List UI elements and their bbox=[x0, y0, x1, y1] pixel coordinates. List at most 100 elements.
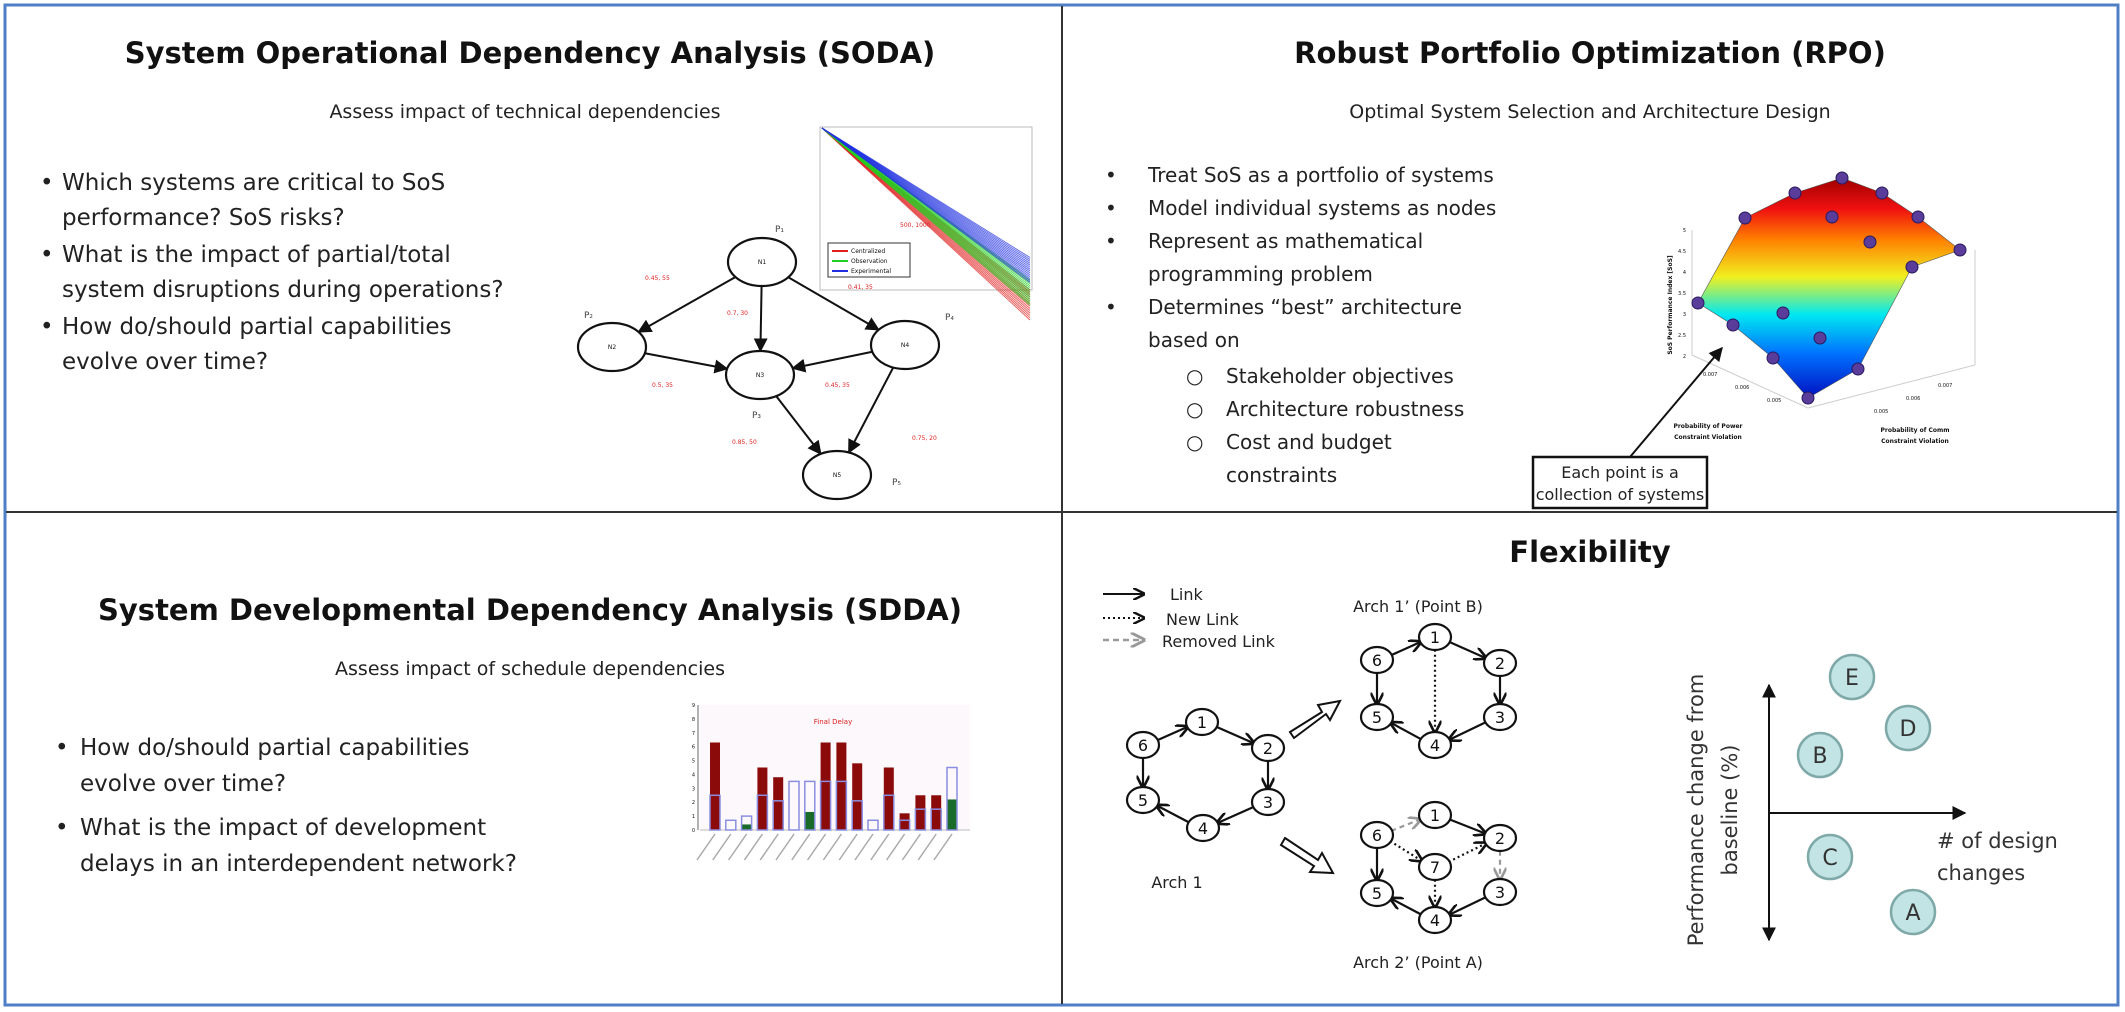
architecture-point bbox=[1905, 260, 1919, 274]
delay-bar bbox=[773, 777, 784, 830]
sdda-title: System Developmental Dependency Analysis… bbox=[98, 593, 962, 627]
dependency-edge bbox=[847, 367, 895, 454]
z-tick: 4 bbox=[1683, 270, 1686, 276]
inset-series-line bbox=[821, 127, 1031, 306]
node-name: P₄ bbox=[945, 313, 954, 323]
x-axis-label: Probability of Power bbox=[1673, 423, 1742, 430]
arch-node-label: 5 bbox=[1372, 884, 1382, 903]
arch-node-label: 2 bbox=[1495, 829, 1505, 848]
y-axis-label: Probability of Comm bbox=[1880, 427, 1949, 434]
architecture-point bbox=[1726, 318, 1740, 332]
system-node bbox=[801, 449, 873, 501]
link bbox=[1391, 898, 1422, 916]
arch-node-label: 6 bbox=[1372, 651, 1382, 670]
design-point-label: C bbox=[1822, 846, 1837, 871]
sdda-bullet-marker-icon: • bbox=[55, 815, 69, 841]
node-name: P₃ bbox=[752, 411, 761, 421]
rpo-sub-bullet-text: Stakeholder objectives bbox=[1226, 364, 1454, 388]
system-node-label: N5 bbox=[833, 472, 841, 479]
z-tick: 3 bbox=[1683, 312, 1686, 318]
design-point-label: D bbox=[1900, 717, 1917, 742]
rpo-sub-bullet-marker-icon: ○ bbox=[1186, 364, 1203, 388]
inset-legend-label: Experimental bbox=[851, 268, 891, 275]
rpo-bullet-text: programming problem bbox=[1148, 262, 1373, 286]
performance-surface bbox=[1697, 177, 1961, 399]
callout-line-1: Each point is a bbox=[1561, 463, 1679, 482]
dependency-edge bbox=[644, 352, 729, 374]
sdda-bullet-marker-icon: • bbox=[55, 735, 69, 761]
arch-node bbox=[1359, 820, 1395, 850]
rpo-bullet-text: Determines “best” architecture bbox=[1148, 295, 1462, 319]
soda-bullet-text: How do/should partial capabilities bbox=[62, 314, 452, 340]
arch-node-label: 3 bbox=[1495, 883, 1505, 902]
rpo-bullet-list: •Treat SoS as a portfolio of systems•Mod… bbox=[1105, 163, 1496, 487]
legend-link: Link bbox=[1170, 585, 1204, 604]
delay-bar bbox=[852, 763, 863, 830]
delay-bar bbox=[899, 813, 910, 830]
soda-bullet-text: Which systems are critical to SoS bbox=[62, 170, 445, 196]
block-arrow-to-arch2p bbox=[1279, 836, 1335, 875]
x-tick-label bbox=[791, 833, 811, 861]
arch-node-label: 4 bbox=[1430, 911, 1440, 930]
dependency-edge bbox=[791, 350, 873, 373]
x-tick-label bbox=[775, 833, 795, 861]
arch-node bbox=[1359, 702, 1395, 732]
rpo-bullet-marker-icon: • bbox=[1105, 229, 1117, 253]
edge-label: 0.75, 20 bbox=[912, 435, 937, 442]
sdda-panel: System Developmental Dependency Analysis… bbox=[55, 593, 970, 877]
link bbox=[1157, 805, 1190, 824]
architecture-point bbox=[1776, 306, 1790, 320]
planned-outline-bar bbox=[883, 794, 895, 831]
x-tick-label bbox=[870, 833, 890, 861]
sdda-bullet-text: evolve over time? bbox=[80, 771, 286, 797]
callout: Each point is a collection of systems bbox=[1531, 346, 1723, 510]
edge-label: 0.85, 50 bbox=[732, 439, 757, 446]
link bbox=[1449, 721, 1487, 740]
rpo-bullet-text: based on bbox=[1148, 328, 1240, 352]
architecture-point bbox=[1825, 210, 1839, 224]
z-axis-label: SoS Performance Index [SoS] bbox=[1667, 255, 1674, 355]
link bbox=[1156, 727, 1188, 742]
design-point-a bbox=[1889, 888, 1937, 936]
inset-series-line bbox=[821, 127, 1031, 283]
delay-bar bbox=[757, 767, 768, 830]
design-point-d bbox=[1884, 704, 1932, 752]
y-tick-label: 4 bbox=[692, 772, 695, 778]
sdda-subtitle: Assess impact of schedule dependencies bbox=[335, 658, 725, 680]
x-tick: 0.007 bbox=[1703, 372, 1717, 378]
node-name: P₁ bbox=[775, 225, 784, 235]
link-legend: Link New Link Removed Link bbox=[1103, 585, 1276, 651]
y-tick-label: 1 bbox=[692, 814, 695, 820]
system-node-label: N1 bbox=[758, 259, 766, 266]
planned-outline-bar bbox=[930, 808, 942, 831]
planned-outline-bar bbox=[867, 819, 879, 831]
rpo-title: Robust Portfolio Optimization (RPO) bbox=[1294, 36, 1886, 70]
x-tick-label bbox=[933, 833, 953, 861]
rpo-sub-bullet-marker-icon: ○ bbox=[1186, 430, 1203, 454]
x-tick-label bbox=[854, 833, 874, 861]
arch-node-label: 2 bbox=[1495, 654, 1505, 673]
y-tick-label: 0 bbox=[692, 828, 695, 834]
soda-title: System Operational Dependency Analysis (… bbox=[125, 36, 936, 70]
x-tick: 0.005 bbox=[1767, 398, 1781, 404]
callout-box bbox=[1531, 455, 1709, 510]
rpo-bullet-text: Model individual systems as nodes bbox=[1148, 196, 1496, 220]
node-name: P₅ bbox=[892, 478, 901, 488]
planned-outline-bar bbox=[709, 794, 721, 831]
arch-node bbox=[1482, 648, 1518, 678]
planned-outline-bar bbox=[819, 780, 832, 831]
arch-node-label: 6 bbox=[1138, 736, 1148, 755]
planned-outline-bar bbox=[756, 794, 769, 831]
x-tick-label bbox=[822, 833, 843, 861]
soda-panel: System Operational Dependency Analysis (… bbox=[40, 36, 1033, 501]
architecture-point bbox=[1691, 296, 1705, 310]
y-axis-label: Performance change from bbox=[1684, 674, 1708, 947]
arch1p-label: Arch 1’ (Point B) bbox=[1353, 597, 1483, 616]
flexibility-title: Flexibility bbox=[1509, 535, 1671, 569]
arch-node-label: 3 bbox=[1495, 708, 1505, 727]
x-axis-label: Constraint Violation bbox=[1674, 434, 1742, 441]
